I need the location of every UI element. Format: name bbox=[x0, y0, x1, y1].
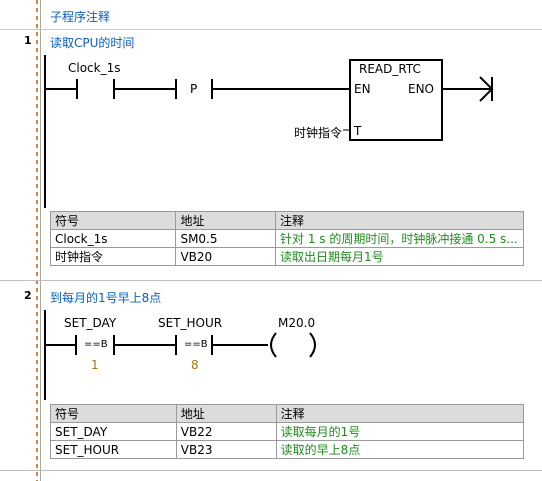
contact-symbol: Clock_1s bbox=[68, 61, 121, 75]
cell-address[interactable]: VB23 bbox=[175, 440, 277, 459]
cell-comment[interactable]: 读取的早上8点 bbox=[275, 440, 525, 459]
table-row[interactable]: 时钟指令 VB20 读取出日期每月1号 bbox=[49, 247, 524, 266]
cell-symbol[interactable]: Clock_1s bbox=[49, 229, 177, 248]
network-2-header[interactable]: 2 到每月的1号早上8点 bbox=[0, 285, 542, 309]
table-row[interactable]: Clock_1s SM0.5 针对 1 s 的周期时间，时钟脉冲接通 0.5 s… bbox=[49, 229, 524, 248]
table-row[interactable]: SET_HOUR VB23 读取的早上8点 bbox=[50, 440, 525, 459]
program-comment: 子程序注释 bbox=[50, 10, 111, 24]
network-title: 到每月的1号早上8点 bbox=[50, 291, 162, 305]
header-symbol: 符号 bbox=[49, 211, 177, 230]
table-header: 符号 地址 注释 bbox=[49, 211, 524, 230]
program-comment-row[interactable]: 子程序注释 bbox=[0, 0, 542, 30]
contact-symbol: SET_HOUR bbox=[158, 316, 223, 330]
header-symbol: 符号 bbox=[50, 404, 177, 423]
box-name: READ_RTC bbox=[359, 62, 421, 76]
symbol-table-1: 符号 地址 注释 Clock_1s SM0.5 针对 1 s 的周期时间，时钟脉… bbox=[49, 211, 524, 266]
network-number: 1 bbox=[24, 34, 32, 47]
network-separator bbox=[0, 470, 542, 471]
header-address: 地址 bbox=[175, 211, 276, 230]
cell-address[interactable]: SM0.5 bbox=[175, 229, 276, 248]
symbol-table-2: 符号 地址 注释 SET_DAY VB22 读取每月的1号 SET_HOUR V… bbox=[50, 404, 525, 459]
table-header: 符号 地址 注释 bbox=[50, 404, 525, 423]
compare-op: ==B bbox=[184, 339, 208, 350]
compare-value: 8 bbox=[191, 358, 199, 372]
cell-comment[interactable]: 读取每月的1号 bbox=[275, 422, 525, 441]
header-comment: 注释 bbox=[275, 211, 524, 230]
network-1-header[interactable]: 1 读取CPU的时间 bbox=[0, 30, 542, 54]
edge-label: P bbox=[190, 82, 198, 96]
network-separator bbox=[0, 280, 542, 281]
compare-value: 1 bbox=[91, 358, 99, 372]
network-title: 读取CPU的时间 bbox=[50, 36, 135, 50]
gutter-divider bbox=[40, 0, 41, 481]
read-rtc-box bbox=[349, 59, 443, 141]
gutter-marker bbox=[36, 0, 38, 481]
table-row[interactable]: SET_DAY VB22 读取每月的1号 bbox=[50, 422, 525, 441]
cell-symbol[interactable]: SET_DAY bbox=[50, 422, 177, 441]
compare-op: ==B bbox=[84, 339, 108, 350]
contact-clock-1s bbox=[76, 79, 115, 99]
box-t-pin: T bbox=[354, 124, 362, 138]
cell-comment[interactable]: 读取出日期每月1号 bbox=[275, 247, 524, 266]
network-number: 2 bbox=[24, 289, 32, 302]
cell-address[interactable]: VB20 bbox=[175, 247, 276, 266]
cell-address[interactable]: VB22 bbox=[175, 422, 277, 441]
box-eno-pin: ENO bbox=[408, 82, 435, 96]
cell-comment[interactable]: 针对 1 s 的周期时间，时钟脉冲接通 0.5 s... bbox=[275, 229, 524, 248]
header-comment: 注释 bbox=[275, 404, 525, 423]
box-en-pin: EN bbox=[354, 82, 371, 96]
cell-symbol[interactable]: SET_HOUR bbox=[50, 440, 177, 459]
output-coil-m20 bbox=[270, 332, 316, 358]
t-operand: 时钟指令 bbox=[294, 126, 343, 140]
contact-symbol: SET_DAY bbox=[64, 316, 117, 330]
coil-address: M20.0 bbox=[278, 316, 316, 330]
editor-gutter bbox=[0, 0, 40, 481]
header-address: 地址 bbox=[175, 404, 277, 423]
cell-symbol[interactable]: 时钟指令 bbox=[49, 247, 177, 266]
